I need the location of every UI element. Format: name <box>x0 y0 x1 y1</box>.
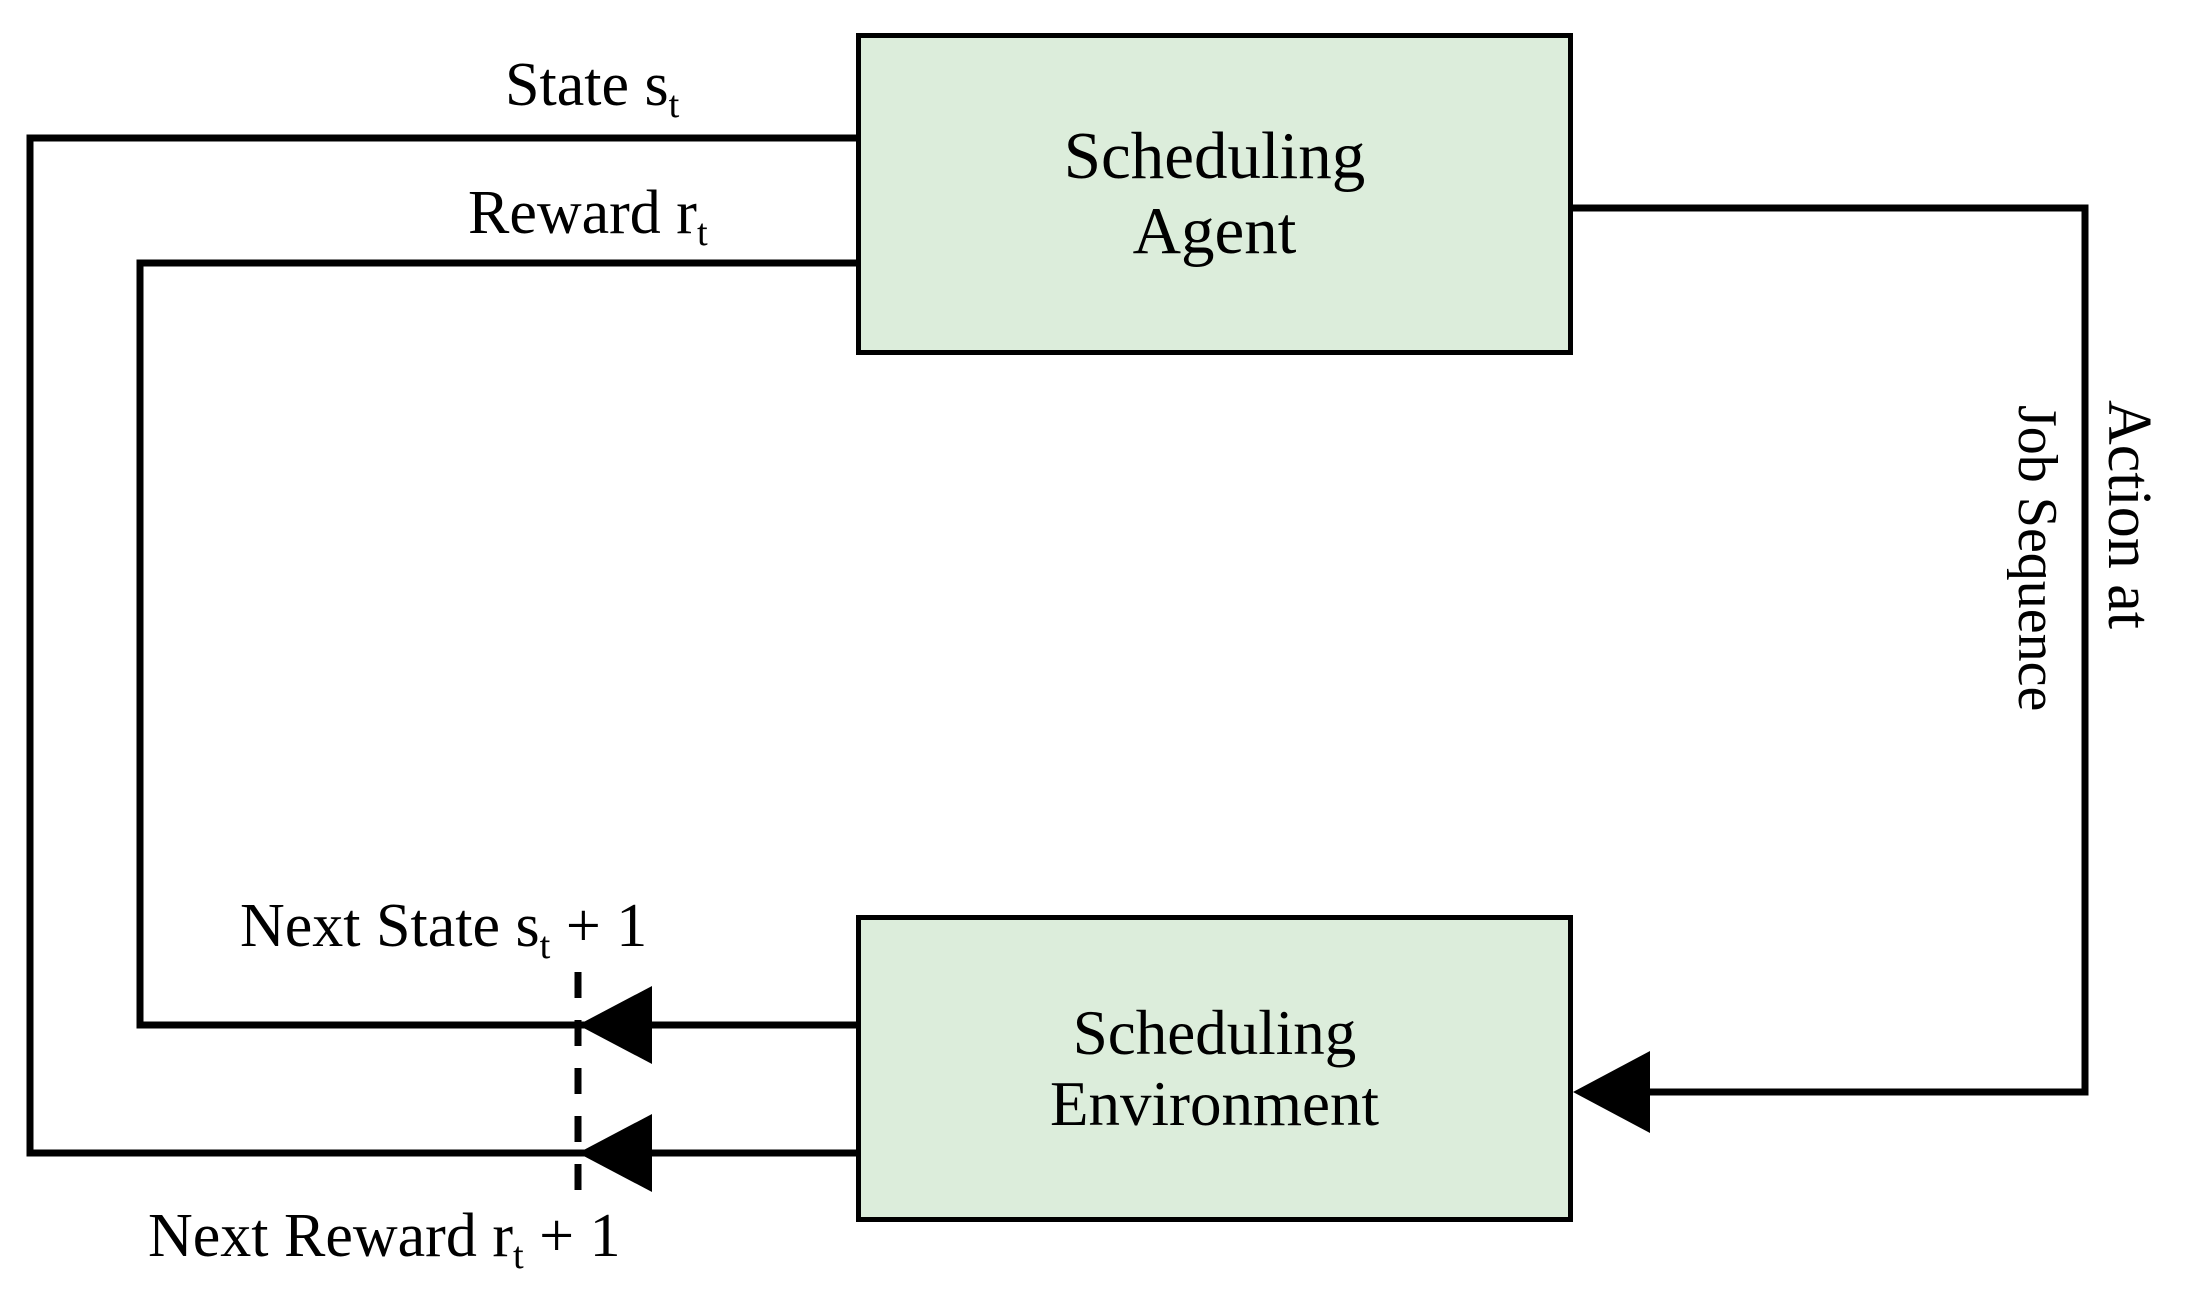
edge-label-action: Action at <box>2095 400 2163 629</box>
edge-label-action-text: Action a <box>2095 400 2163 612</box>
node-scheduling-agent-line2: Agent <box>1132 194 1297 268</box>
node-scheduling-agent[interactable]: Scheduling Agent <box>856 33 1573 355</box>
edge-label-job-sequence: Job Sequence <box>2006 405 2068 712</box>
edge-label-state: State st <box>505 51 679 124</box>
edge-label-state-text: State s <box>505 51 669 119</box>
node-scheduling-environment[interactable]: Scheduling Environment <box>856 915 1573 1222</box>
edge-label-next-state: Next State st + 1 <box>240 892 648 965</box>
edge-label-action-subscript: t <box>2095 611 2163 629</box>
action-edge-path <box>1573 204 2089 1096</box>
edge-label-next-reward-post: + 1 <box>523 1202 621 1270</box>
edge-label-next-reward-subscript: t <box>512 1234 524 1277</box>
edge-label-state-subscript: t <box>668 83 680 126</box>
edge-label-reward: Reward rt <box>468 179 708 252</box>
next-state-arrowhead <box>578 986 652 1064</box>
edge-label-next-state-subscript: t <box>539 924 551 967</box>
node-scheduling-agent-line1: Scheduling <box>1063 118 1366 193</box>
edge-label-job-sequence-text: Job Sequence <box>2006 405 2068 712</box>
edge-label-next-reward: Next Reward rt + 1 <box>148 1202 621 1275</box>
edge-label-reward-text: Reward r <box>468 179 697 247</box>
edge-label-next-reward-pre: Next Reward r <box>148 1202 513 1270</box>
edge-label-reward-subscript: t <box>696 211 708 254</box>
node-scheduling-environment-line1: Scheduling <box>1072 997 1357 1068</box>
state-edge-path <box>26 134 856 1157</box>
reward-edge-path <box>136 259 856 1029</box>
action-arrowhead <box>1573 1051 1650 1133</box>
edge-label-next-state-post: + 1 <box>550 892 648 960</box>
edge-label-next-state-pre: Next State s <box>240 892 540 960</box>
node-scheduling-environment-line2: Environment <box>1050 1068 1379 1139</box>
next-reward-arrowhead <box>578 1114 652 1192</box>
